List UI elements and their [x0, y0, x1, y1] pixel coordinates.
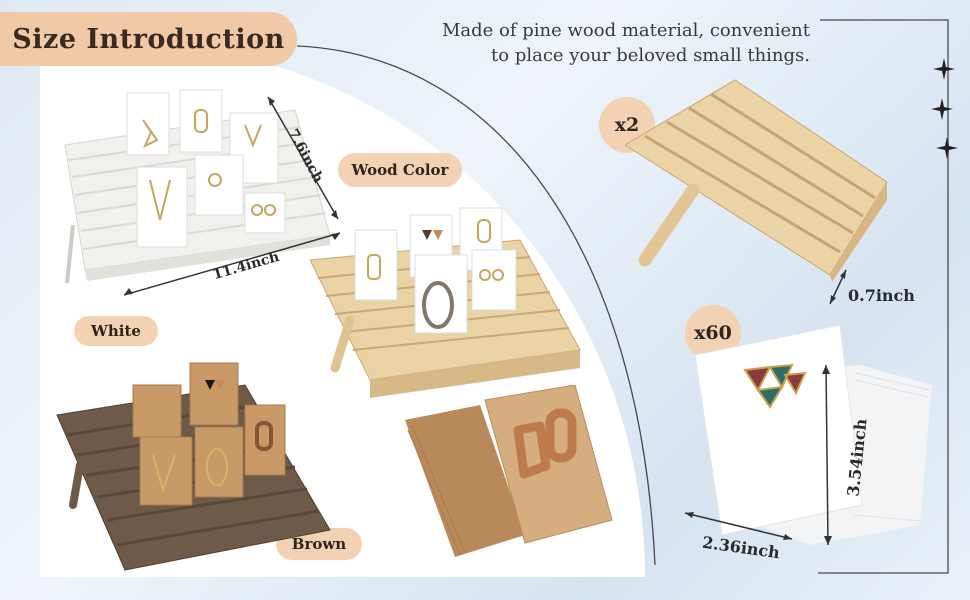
- tagline-line-1: Made of pine wood material, convenient: [442, 20, 810, 41]
- thickness-arrow: [829, 269, 847, 305]
- brown-stand-image: [56, 362, 331, 571]
- white-label: White: [74, 316, 158, 346]
- wood-color-label: Wood Color: [338, 153, 462, 187]
- card-height-arrow: [822, 364, 832, 546]
- white-stand-image: [64, 89, 331, 284]
- tagline: Made of pine wood material, convenient t…: [385, 18, 810, 68]
- white-cards-image: [694, 325, 932, 545]
- page-title: Size Introduction: [0, 12, 297, 66]
- sparkle-icon: [931, 98, 953, 120]
- dimension-arrows: [123, 96, 341, 296]
- card-width-arrow: [684, 512, 793, 540]
- thickness-dimension: 0.7inch: [848, 286, 915, 305]
- wood-stand-closeup-image: [625, 79, 888, 282]
- sparkle-icon: [933, 58, 955, 80]
- tagline-line-2: to place your beloved small things.: [491, 45, 810, 66]
- wood-stand-image: [310, 207, 581, 398]
- kraft-cards-image: [405, 385, 613, 557]
- sparkle-icon: [936, 137, 958, 159]
